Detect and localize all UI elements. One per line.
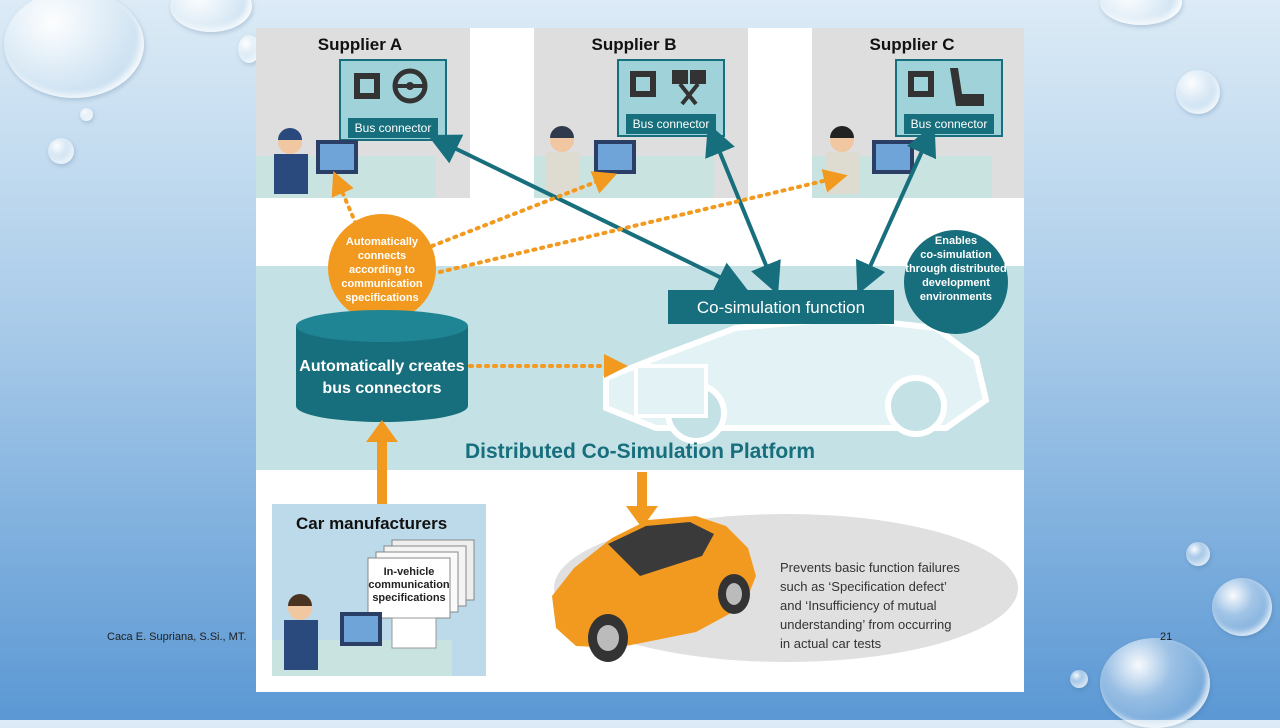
auto-connect-circle: Automatically connects according to comm… (328, 214, 436, 322)
auto-connect-line-2: connects (358, 250, 406, 262)
prevents-note: Prevents basic function failures such as… (780, 560, 960, 651)
car-manufacturers-title: Car manufacturers (296, 514, 447, 533)
prevents-line-3: and ‘Insufficiency of mutual (780, 598, 937, 613)
water-drop (1212, 578, 1272, 636)
prevents-line-5: in actual car tests (780, 636, 882, 651)
auto-connect-line-4: communication (341, 278, 423, 290)
bus-connector-database: Automatically creates bus connectors (296, 310, 468, 422)
water-drop (4, 0, 144, 98)
chip-icon (630, 71, 656, 97)
chip-icon (354, 73, 380, 99)
slide-number: 21 (1160, 631, 1173, 643)
enables-line-4: development (922, 277, 990, 289)
auto-connect-line-1: Automatically (346, 236, 419, 248)
water-drop (80, 108, 93, 121)
water-drop (1186, 542, 1210, 566)
prevents-line-1: Prevents basic function failures (780, 560, 960, 575)
water-drop (1100, 638, 1210, 728)
database-line-1: Automatically creates (299, 358, 465, 375)
water-drop (1100, 0, 1182, 25)
enables-line-1: Enables (935, 235, 977, 247)
enables-line-5: environments (920, 291, 992, 303)
enables-note: Enables co-simulation through distribute… (904, 230, 1008, 334)
footer-author: Caca E. Supriana, S.Si., MT. (107, 631, 247, 643)
auto-connect-line-3: according to (349, 264, 415, 276)
arrow-supplier-a-to-cosim (427, 134, 749, 292)
engineer-manufacturer-illustration (272, 594, 452, 676)
car-manufacturers-panel: Car manufacturers In-vehicle communicati… (272, 504, 486, 676)
water-drop (1176, 70, 1220, 114)
arrow-supplier-c-to-cosim (855, 123, 937, 295)
water-drop (170, 0, 252, 32)
enables-line-3: through distributed (905, 263, 1006, 275)
arrow-supplier-b-to-cosim (705, 123, 781, 295)
diagram-image: Supplier A Bus connector Supplier B Bus … (256, 28, 1024, 692)
enables-line-2: co-simulation (920, 249, 992, 261)
prevents-line-2: such as ‘Specification defect’ (780, 579, 947, 594)
supplier-c-title: Supplier C (869, 35, 954, 54)
water-drop (48, 138, 74, 164)
engineer-a-illustration (256, 128, 436, 198)
supplier-panel-a: Supplier A Bus connector (256, 28, 470, 198)
cosim-function-label: Co-simulation function (697, 298, 865, 317)
cosim-function-box: Co-simulation function (668, 290, 894, 324)
water-drop (238, 35, 260, 63)
bus-connector-label-b: Bus connector (633, 117, 710, 131)
chip-icon (908, 71, 934, 97)
supplier-a-title: Supplier A (318, 35, 402, 54)
supplier-b-title: Supplier B (591, 35, 676, 54)
bus-connector-label-c: Bus connector (911, 117, 988, 131)
piston-icon (672, 70, 706, 106)
prevents-line-4: understanding’ from occurring (780, 617, 952, 632)
supplier-panel-c: Supplier C Bus connector (812, 28, 1024, 198)
doc-line-2: communication (368, 579, 450, 591)
platform-title: Distributed Co-Simulation Platform (465, 440, 815, 463)
doc-line-1: In-vehicle (384, 566, 435, 578)
water-drop (1070, 670, 1088, 688)
bus-connector-label-a: Bus connector (355, 121, 432, 135)
manufacturer-to-database-arrow (366, 420, 398, 504)
database-line-2: bus connectors (322, 380, 441, 397)
supplier-panel-b: Supplier B Bus connector (534, 28, 748, 198)
dotted-connect-arrows (331, 169, 848, 378)
steering-wheel-icon (392, 68, 428, 104)
platform-to-car-arrow (626, 472, 658, 528)
doc-line-3: specifications (372, 592, 445, 604)
orange-car-illustration (552, 516, 756, 662)
co-simulation-diagram: Supplier A Bus connector Supplier B Bus … (256, 28, 1024, 676)
auto-connect-line-5: specifications (345, 292, 418, 304)
car-seat-icon (950, 68, 984, 106)
